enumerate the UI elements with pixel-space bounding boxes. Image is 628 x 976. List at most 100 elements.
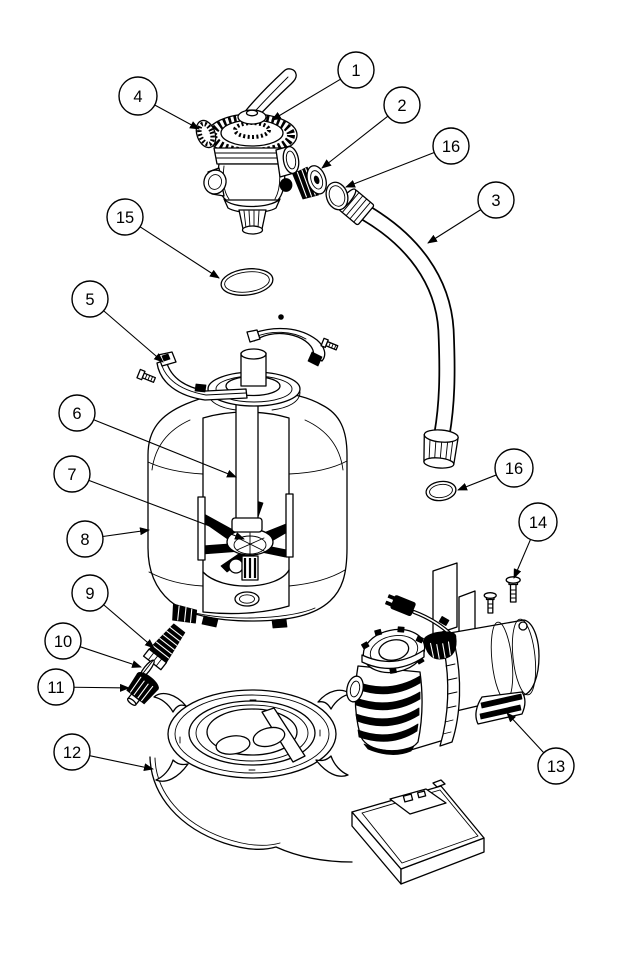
pump-assembly	[346, 594, 540, 755]
callout-balloon	[44, 622, 82, 660]
callout-o-ring-hose-lower: 16	[457, 448, 534, 491]
screw	[483, 592, 497, 614]
callout-balloon	[71, 280, 109, 318]
callout-pump-assembly: 13	[506, 712, 575, 785]
strainer-lid	[361, 626, 426, 674]
clamp-screw-left	[136, 368, 157, 383]
tank-o-ring	[220, 268, 274, 296]
callout-balloon	[518, 502, 558, 542]
callout-balloon	[71, 574, 109, 612]
callout-o-ring-hose-upper: 16	[345, 127, 470, 188]
tank-foot	[271, 618, 288, 629]
callout-balloon	[537, 747, 575, 785]
callout-filter-tank: 8	[66, 520, 150, 558]
leader-line	[103, 310, 164, 363]
callout-drain-barb-fitting: 9	[71, 574, 155, 649]
leader-line	[93, 419, 237, 478]
callout-drain-cap: 11	[37, 668, 130, 706]
leader-line	[89, 755, 154, 772]
tank-drain-hole	[234, 591, 260, 607]
union-fitting	[292, 165, 327, 200]
leader-line	[139, 226, 220, 279]
clamp-right-half	[246, 314, 326, 367]
callout-number: 5	[85, 291, 94, 309]
base-cradle	[153, 689, 351, 782]
callout-drain-o-ring: 10	[44, 622, 142, 668]
callout-number: 16	[505, 460, 523, 478]
callout-mounting-screws: 14	[513, 502, 558, 579]
o-ring-hose-lower	[425, 480, 457, 502]
tank-neck	[207, 348, 301, 411]
callout-number: 13	[547, 758, 565, 776]
drain-barb-fitting	[142, 623, 186, 671]
clamp-screw-right	[320, 337, 339, 351]
leader-line	[506, 712, 545, 754]
leader-line	[271, 78, 341, 121]
base-wing	[315, 755, 349, 777]
leader-line	[79, 646, 142, 668]
callout-balloon	[494, 448, 534, 488]
system-base	[149, 689, 485, 885]
callout-balloon	[53, 455, 91, 493]
leader-line	[427, 209, 482, 244]
leader-line	[103, 604, 155, 649]
mounting-screws	[483, 576, 521, 614]
callout-balloon	[37, 668, 75, 706]
callout-number: 4	[133, 88, 142, 106]
leader-line	[457, 474, 497, 491]
callout-number: 3	[491, 192, 500, 210]
callout-number: 6	[72, 405, 81, 423]
callout-multiport-valve-body: 4	[118, 76, 200, 130]
strainer-pot	[346, 665, 423, 755]
tank-foot	[201, 615, 219, 628]
callout-valve-handle-assembly: 1	[271, 51, 375, 121]
callout-balloon	[477, 181, 515, 219]
gasket-plates	[432, 562, 476, 640]
callout-number: 11	[47, 679, 64, 697]
callout-tank-o-ring: 15	[106, 198, 220, 279]
leader-line	[513, 539, 532, 579]
callout-number: 1	[351, 62, 360, 80]
multiport-valve	[195, 68, 300, 235]
callout-number: 8	[80, 531, 89, 549]
base-wing	[317, 689, 351, 710]
callout-number: 15	[116, 209, 134, 227]
base-skirt	[149, 756, 353, 863]
leader-line	[73, 683, 130, 692]
base-wing	[155, 759, 189, 782]
o-ring-hose-upper	[325, 181, 349, 211]
callout-number: 2	[397, 97, 406, 115]
callout-number: 9	[85, 585, 94, 603]
callout-union-fitting: 2	[321, 86, 421, 169]
leader-line	[345, 152, 435, 188]
valve-plug	[279, 178, 293, 192]
leader-line	[102, 527, 150, 538]
pump-inlet	[346, 675, 364, 703]
drain-hose	[337, 188, 459, 469]
callout-system-base: 12	[53, 733, 154, 772]
leader-line	[321, 115, 389, 169]
callout-balloon	[337, 51, 375, 89]
callout-flange-clamp: 5	[71, 280, 164, 363]
callout-standpipe: 6	[58, 394, 237, 478]
filter-tank	[147, 348, 348, 629]
leader-line	[154, 104, 200, 130]
hose-nut-lower	[423, 429, 459, 469]
pump-motor	[443, 618, 540, 713]
callout-number: 7	[67, 466, 76, 484]
pump-motor-foot	[475, 691, 526, 725]
callout-number: 16	[442, 138, 460, 156]
tank-drain-boss	[172, 603, 198, 624]
base-pump-platform	[351, 779, 485, 885]
callout-balloon	[118, 76, 158, 116]
base-wing	[153, 692, 187, 713]
callout-number: 12	[63, 744, 81, 762]
callout-balloon	[66, 520, 104, 558]
valve-body	[203, 145, 300, 235]
callout-number: 10	[54, 633, 72, 651]
screw	[505, 576, 521, 603]
power-plug	[385, 594, 416, 617]
